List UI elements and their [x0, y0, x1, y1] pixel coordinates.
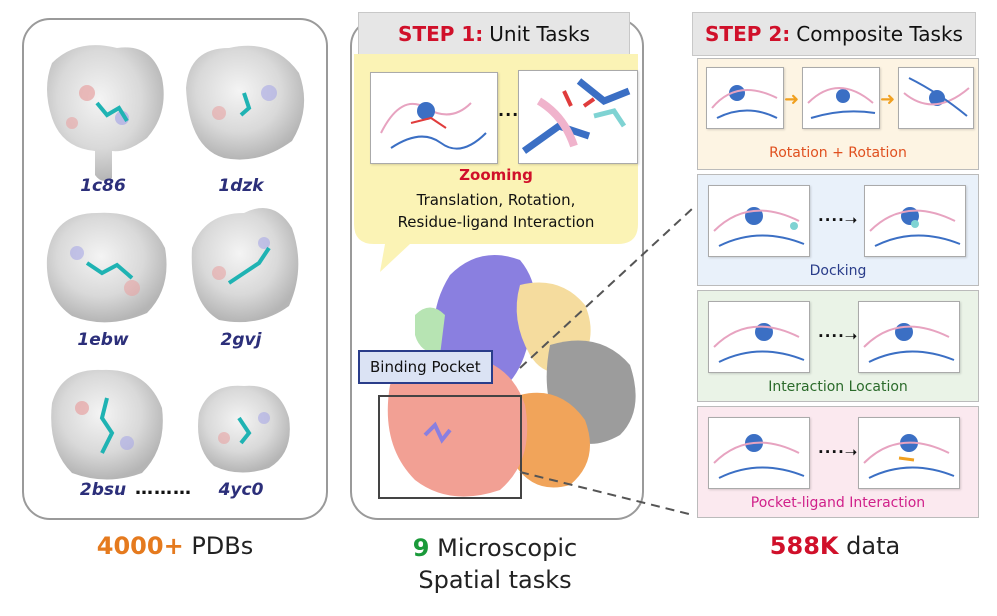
molecule-icon [380, 102, 487, 150]
microscopic-caption: 9 Microscopic Spatial tasks [370, 532, 620, 596]
molecule-icon [713, 207, 805, 247]
rot-thumb-1 [706, 67, 784, 129]
step1-title: Unit Tasks [489, 22, 590, 46]
task-label-interaction-location: Interaction Location [768, 379, 908, 395]
pocket-thumb-2 [858, 417, 960, 489]
molecule-icon [863, 323, 955, 363]
molecule-icon [903, 77, 970, 117]
pdb-label-4yc0: 4yc0 [218, 480, 264, 500]
molecule-icon [807, 87, 876, 119]
protein-complex [387, 255, 636, 497]
step1-label: STEP 1: [398, 22, 484, 46]
dock-thumb-2 [864, 185, 966, 257]
binding-pocket-label: Binding Pocket [358, 350, 493, 384]
microscopic-line1: 9 Microscopic [370, 532, 620, 564]
pdb-count-label: PDBs [191, 532, 254, 560]
protein-1c86 [47, 45, 164, 181]
protein-2gvj [191, 208, 299, 323]
rot-thumb-3 [898, 67, 974, 129]
pdb-count: 4000+ [96, 532, 184, 560]
molecule-zoom-icon [521, 78, 631, 154]
composite-task-docking: ····➝ Docking [697, 174, 979, 286]
composite-task-rotation: ➜ ➜ Rotation + Rotation [697, 58, 979, 170]
molecule-icon [713, 434, 805, 479]
zoom-label: Zooming [459, 166, 533, 184]
task-label-pocket-ligand: Pocket-ligand Interaction [750, 495, 926, 511]
data-count-label: data [846, 532, 901, 560]
unit-task-line2: Residue-ligand Interaction [397, 213, 595, 231]
binding-pocket-box [378, 395, 522, 499]
pdb-count-caption: 4000+ PDBs [50, 532, 300, 560]
step2-header: STEP 2: Composite Tasks [692, 12, 976, 56]
microscopic-word: Microscopic [437, 534, 578, 562]
more-ellipsis: ……… [135, 478, 192, 499]
molecule-icon [869, 207, 961, 247]
step1-header: STEP 1: Unit Tasks [358, 12, 630, 56]
step2-title: Composite Tasks [796, 22, 963, 46]
molecule-icon [711, 85, 778, 119]
location-arrow: ····➝ [818, 327, 859, 345]
pocket-arrow: ····➝ [818, 443, 859, 461]
pdb-label-1dzk: 1dzk [218, 176, 264, 196]
task-label-rotation: Rotation + Rotation [769, 145, 907, 161]
microscopic-line2: Spatial tasks [418, 566, 572, 594]
unit-thumbnail-before [370, 72, 498, 164]
molecule-icon [863, 434, 955, 479]
protein-1ebw [46, 212, 167, 323]
dock-thumb-1 [708, 185, 810, 257]
composite-task-pocket-ligand: ····➝ Pocket-ligand Interaction [697, 406, 979, 518]
protein-1dzk [186, 45, 305, 160]
molecule-icon [713, 323, 805, 363]
arrow-icon: ➜ [880, 89, 896, 110]
dashed-connectors [519, 207, 694, 516]
data-count: 588K [769, 532, 839, 560]
protein-4yc0 [198, 385, 290, 473]
protein-2bsu [51, 369, 163, 480]
pocket-thumb-1 [708, 417, 810, 489]
loc-thumb-2 [858, 301, 960, 373]
loc-thumb-1 [708, 301, 810, 373]
task-count: 9 [412, 534, 430, 562]
protein-structures [46, 45, 305, 480]
docking-arrow: ····➝ [818, 211, 859, 229]
pdb-label-1c86: 1c86 [80, 176, 126, 196]
arrow-icon: ➜ [784, 89, 800, 110]
pdb-label-2gvj: 2gvj [220, 330, 262, 350]
data-count-caption: 588K data [710, 532, 960, 560]
pdb-label-2bsu: 2bsu [79, 480, 127, 500]
unit-thumbnail-zoomed [518, 70, 638, 164]
pdb-label-1ebw: 1ebw [77, 330, 129, 350]
composite-task-interaction-location: ····➝ Interaction Location [697, 290, 979, 402]
task-label-docking: Docking [809, 263, 867, 279]
step2-label: STEP 2: [705, 22, 791, 46]
rot-thumb-2 [802, 67, 880, 129]
unit-task-line1: Translation, Rotation, [416, 191, 576, 209]
